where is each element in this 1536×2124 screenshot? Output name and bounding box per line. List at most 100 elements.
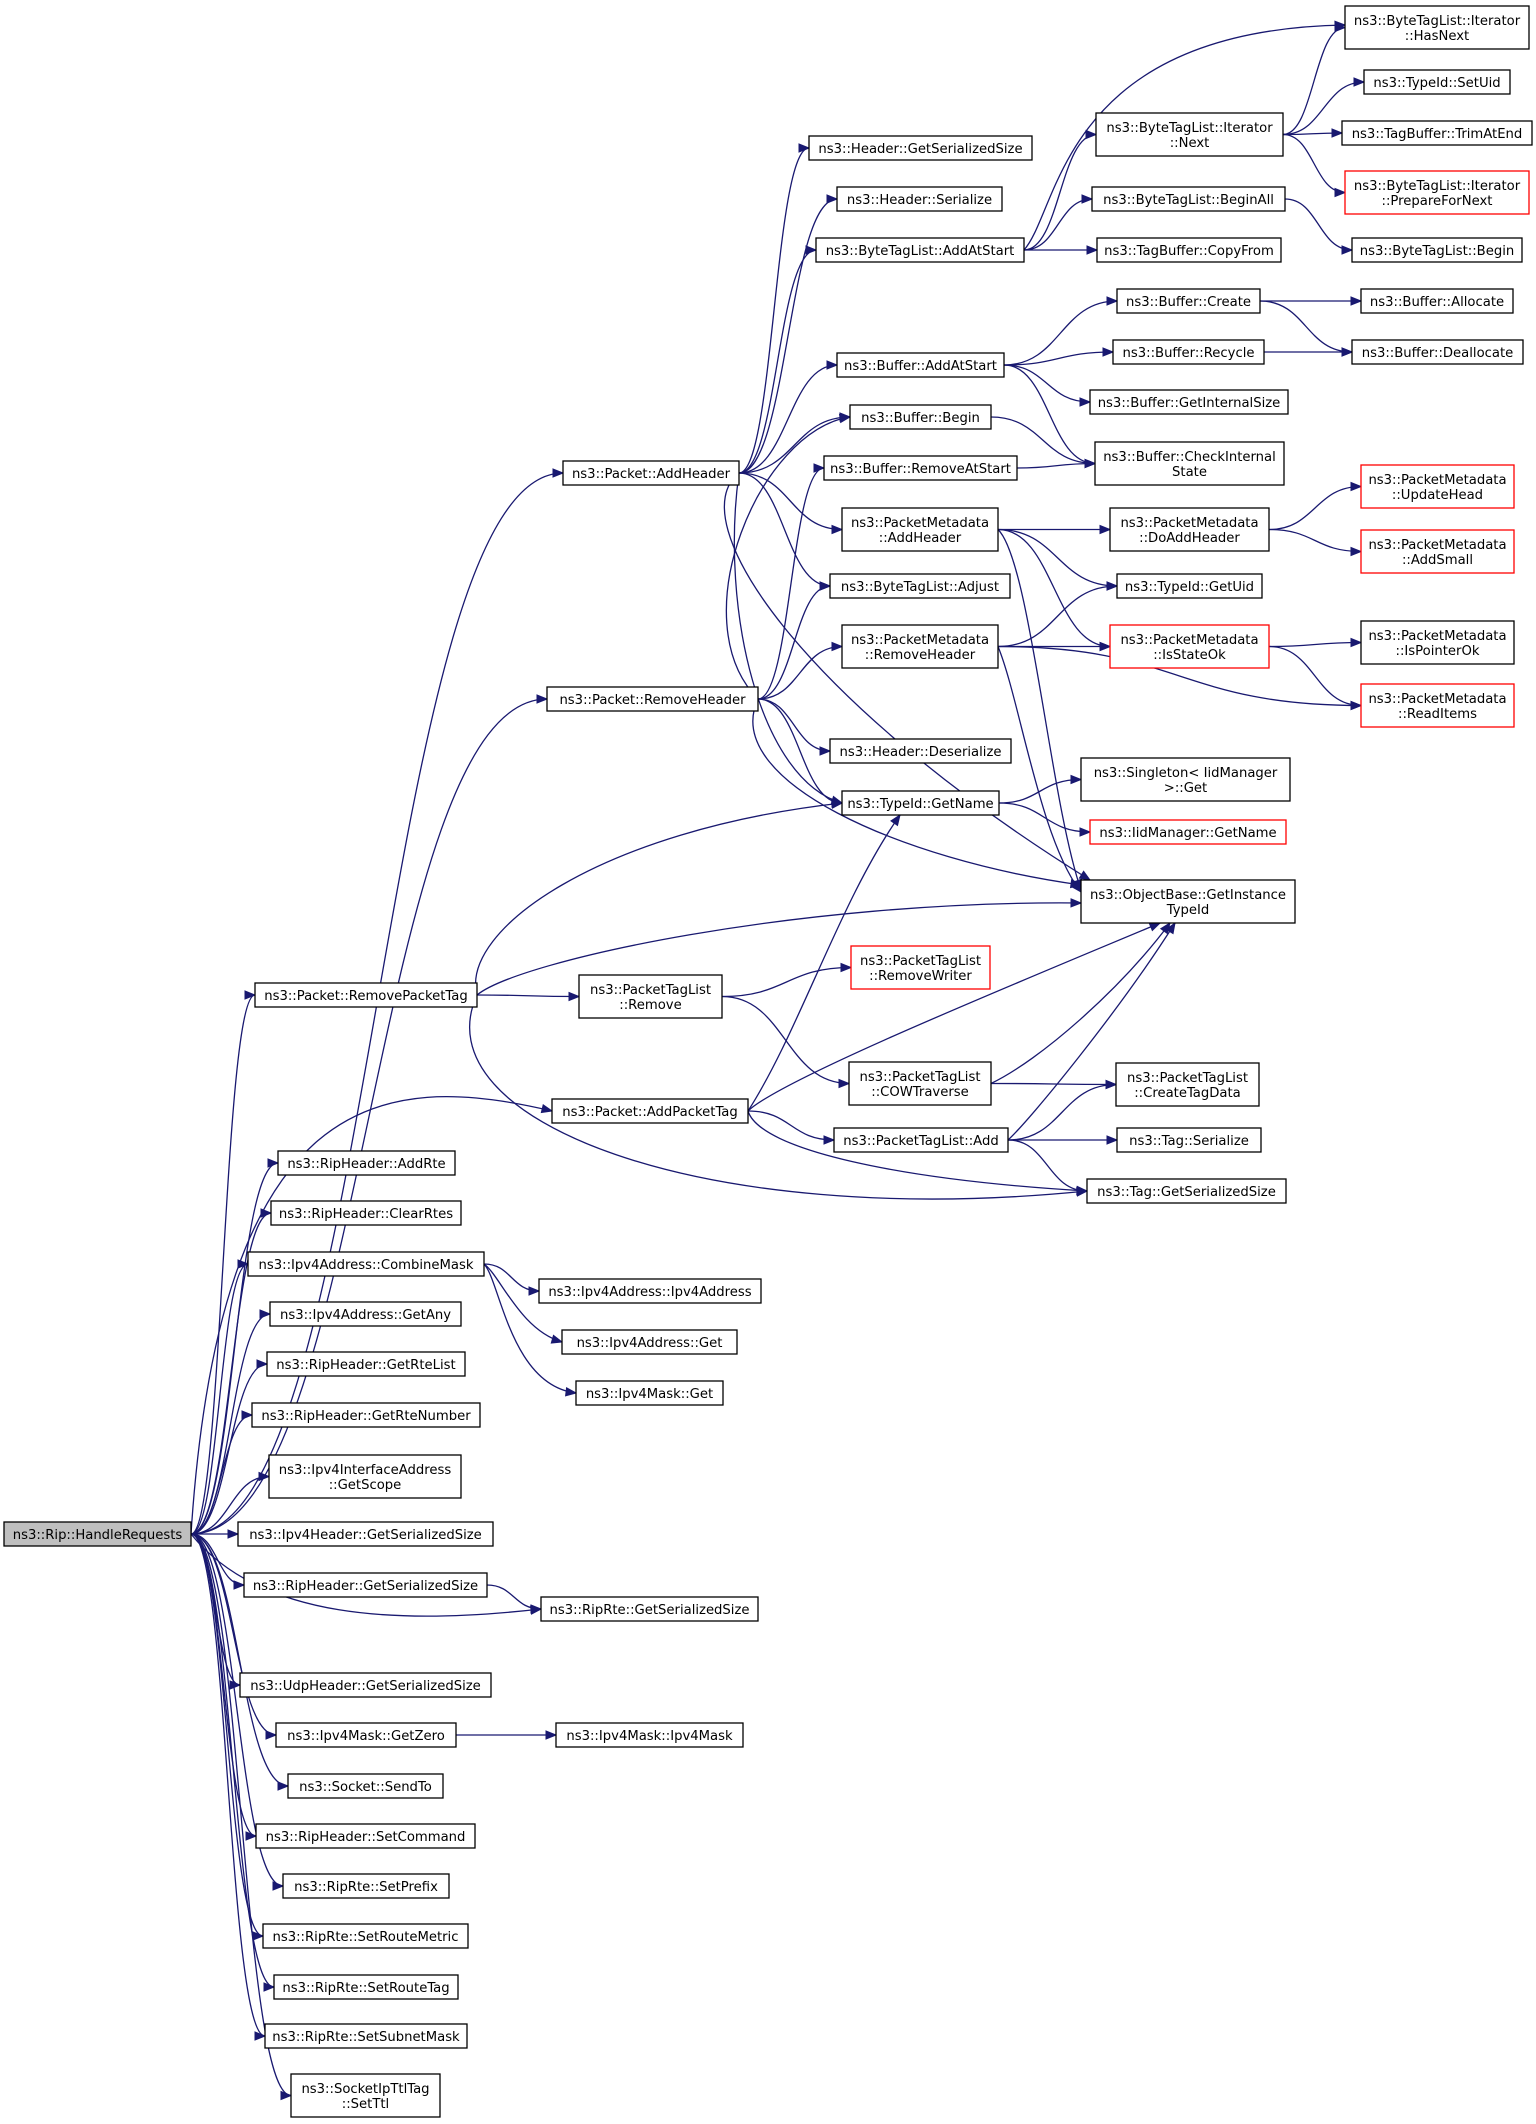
node-buf-getinternalsize[interactable]: ns3::Buffer::GetInternalSize [1089,389,1289,415]
node-riprte-setroutetag[interactable]: ns3::RipRte::SetRouteTag [273,1974,459,2000]
node-hdr-deserialize[interactable]: ns3::Header::Deserialize [829,738,1012,764]
node-tag-serialize[interactable]: ns3::Tag::Serialize [1116,1127,1262,1153]
node-ptl-createtagdata[interactable]: ns3::PacketTagList::CreateTagData [1115,1062,1260,1107]
node-rh-addrte[interactable]: ns3::RipHeader::AddRte [277,1150,456,1176]
edge-rh-getsersize-to-riprte-getsersize-arrowhead [530,1604,543,1614]
node-label: ns3::SocketIpTtlTag [301,2082,429,2097]
node-ipv4mask-getzero[interactable]: ns3::Ipv4Mask::GetZero [275,1722,457,1748]
edge-root-to-pkt-removepackettag-arrowhead [244,990,257,1000]
node-pm-doaddheader[interactable]: ns3::PacketMetadata::DoAddHeader [1109,507,1270,552]
node-tag-getsersize[interactable]: ns3::Tag::GetSerializedSize [1086,1178,1287,1204]
node-udph-getsersize[interactable]: ns3::UdpHeader::GetSerializedSize [239,1672,492,1698]
edge-pm-removeheader-to-pm-readitems [997,645,1362,707]
node-ipv4mask-ctor[interactable]: ns3::Ipv4Mask::Ipv4Mask [555,1722,744,1748]
edge-btl-addatstart-to-btli-hasnext [1023,24,1346,251]
node-box [1091,186,1286,212]
node-riprte-setprefix[interactable]: ns3::RipRte::SetPrefix [282,1873,450,1899]
node-hdr-getsersize[interactable]: ns3::Header::GetSerializedSize [808,135,1033,161]
node-rh-clearrtes[interactable]: ns3::RipHeader::ClearRtes [270,1200,462,1226]
edge-pkt-removeheader-to-pm-removeheader-arrowhead [831,641,844,652]
node-typeid-getname[interactable]: ns3::TypeId::GetName [841,790,1000,816]
edge-root-to-socketipttltag-setttl-arrowhead [280,2090,293,2101]
node-label: ::GetScope [329,1478,402,1493]
node-label: ::AddSmall [1402,553,1473,568]
node-rh-setcommand[interactable]: ns3::RipHeader::SetCommand [255,1823,476,1849]
edge-ptl-add-to-ptl-createtagdata [1007,1083,1117,1141]
node-label: TypeId [1166,903,1210,918]
edge-pkt-removepackettag-to-typeid-getname-arrowhead [831,799,844,809]
node-ptl-remove[interactable]: ns3::PacketTagList::Remove [578,974,723,1019]
node-tagbuf-trimatend[interactable]: ns3::TagBuffer::TrimAtEnd [1341,120,1533,146]
node-buf-create[interactable]: ns3::Buffer::Create [1116,288,1261,314]
node-ipv4-getany[interactable]: ns3::Ipv4Address::GetAny [269,1301,462,1327]
edge-buf-addatstart-to-buf-checkinternalstate [1003,364,1096,465]
node-pm-readitems[interactable]: ns3::PacketMetadata::ReadItems [1360,683,1515,728]
node-buf-deallocate[interactable]: ns3::Buffer::Deallocate [1351,339,1524,365]
edge-pkt-addheader-to-pm-addheader-arrowhead [831,524,844,535]
node-label: ns3::Socket::SendTo [299,1780,432,1795]
node-rh-getsersize[interactable]: ns3::RipHeader::GetSerializedSize [243,1572,488,1598]
node-ptl-removewriter[interactable]: ns3::PacketTagList::RemoveWriter [850,945,991,990]
node-iidmgr-getname[interactable]: ns3::IidManager::GetName [1089,819,1287,845]
node-label: ns3::ByteTagList::BeginAll [1103,193,1274,208]
node-ipv4-ctor[interactable]: ns3::Ipv4Address::Ipv4Address [538,1278,762,1304]
node-pkt-removeheader[interactable]: ns3::Packet::RemoveHeader [546,686,759,712]
node-ipv4-combinemask[interactable]: ns3::Ipv4Address::CombineMask [247,1251,485,1277]
node-box [290,2073,441,2118]
node-ipv4if-getscope[interactable]: ns3::Ipv4InterfaceAddress::GetScope [268,1454,462,1499]
edge-pkt-addheader-to-typeid-getname [733,472,843,804]
node-label: ns3::PacketMetadata [1120,633,1258,648]
node-ipv4h-getsersize[interactable]: ns3::Ipv4Header::GetSerializedSize [237,1521,494,1547]
node-rh-getrtelist[interactable]: ns3::RipHeader::GetRteList [266,1351,466,1377]
node-riprte-setroutemetric[interactable]: ns3::RipRte::SetRouteMetric [262,1923,469,1949]
node-ipv4mask-get[interactable]: ns3::Ipv4Mask::Get [575,1380,724,1406]
edge-pm-removeheader-to-typeid-getuid [997,585,1118,648]
node-buf-allocate[interactable]: ns3::Buffer::Allocate [1360,288,1514,314]
node-btl-beginall[interactable]: ns3::ByteTagList::BeginAll [1091,186,1286,212]
node-pm-addsmall[interactable]: ns3::PacketMetadata::AddSmall [1360,529,1515,574]
node-riprte-setsubnetmask[interactable]: ns3::RipRte::SetSubnetMask [264,2023,468,2049]
node-pm-isstateok[interactable]: ns3::PacketMetadata::IsStateOk [1109,624,1270,669]
node-pm-addheader[interactable]: ns3::PacketMetadata::AddHeader [841,507,999,552]
node-riprte-getsersize[interactable]: ns3::RipRte::GetSerializedSize [540,1596,759,1622]
node-box [1089,389,1289,415]
node-box [575,1380,724,1406]
node-buf-addatstart[interactable]: ns3::Buffer::AddAtStart [836,352,1005,378]
node-buf-begin[interactable]: ns3::Buffer::Begin [849,404,992,430]
edge-pkt-addheader-to-buf-addatstart [738,364,838,474]
edge-ipv4-combinemask-to-ipv4mask-get-arrowhead [565,1387,578,1397]
edge-btli-next-to-typeid-setuid [1282,81,1365,136]
node-pm-removeheader[interactable]: ns3::PacketMetadata::RemoveHeader [841,624,999,669]
node-buf-recycle[interactable]: ns3::Buffer::Recycle [1112,339,1265,365]
node-tagbuf-copyfrom[interactable]: ns3::TagBuffer::CopyFrom [1096,237,1282,263]
node-socket-sendto[interactable]: ns3::Socket::SendTo [287,1773,444,1799]
node-btli-hasnext[interactable]: ns3::ByteTagList::Iterator::HasNext [1344,5,1530,50]
edge-pm-isstateok-to-pm-readitems-arrowhead [1350,700,1363,711]
node-btl-addatstart[interactable]: ns3::ByteTagList::AddAtStart [815,237,1025,263]
node-pm-updatehead[interactable]: ns3::PacketMetadata::UpdateHead [1360,464,1515,509]
node-ptl-add[interactable]: ns3::PacketTagList::Add [833,1127,1009,1153]
node-label: ns3::Ipv4Mask::Get [586,1387,713,1402]
node-ipv4-get[interactable]: ns3::Ipv4Address::Get [561,1329,738,1355]
node-pkt-addheader[interactable]: ns3::Packet::AddHeader [562,460,740,486]
node-pm-ispointerok[interactable]: ns3::PacketMetadata::IsPointerOk [1360,620,1515,665]
node-socketipttltag-setttl[interactable]: ns3::SocketIpTtlTag::SetTtl [290,2073,441,2118]
node-ptl-cowtraverse[interactable]: ns3::PacketTagList::COWTraverse [848,1061,992,1106]
node-btl-begin[interactable]: ns3::ByteTagList::Begin [1351,237,1523,263]
node-buf-removeatstart[interactable]: ns3::Buffer::RemoveAtStart [823,455,1018,481]
node-typeid-setuid[interactable]: ns3::TypeId::SetUid [1363,69,1511,95]
node-singleton-get[interactable]: ns3::Singleton< IidManager>::Get [1080,757,1291,802]
node-root[interactable]: ns3::Rip::HandleRequests [3,1521,192,1547]
node-rh-getrtenumber[interactable]: ns3::RipHeader::GetRteNumber [251,1402,481,1428]
node-btli-next[interactable]: ns3::ByteTagList::Iterator::Next [1095,112,1284,157]
node-box [836,352,1005,378]
node-btl-adjust[interactable]: ns3::ByteTagList::Adjust [829,573,1011,599]
node-typeid-getuid[interactable]: ns3::TypeId::GetUid [1116,573,1263,599]
node-pkt-addpackettag[interactable]: ns3::Packet::AddPacketTag [551,1098,749,1124]
node-btli-prepfornext[interactable]: ns3::ByteTagList::Iterator::PrepareForNe… [1344,170,1530,215]
node-hdr-serialize[interactable]: ns3::Header::Serialize [836,186,1003,212]
edge-pkt-addpackettag-to-objbase-getinstancetypeid [747,922,1161,1112]
node-pkt-removepackettag[interactable]: ns3::Packet::RemovePacketTag [254,982,478,1008]
